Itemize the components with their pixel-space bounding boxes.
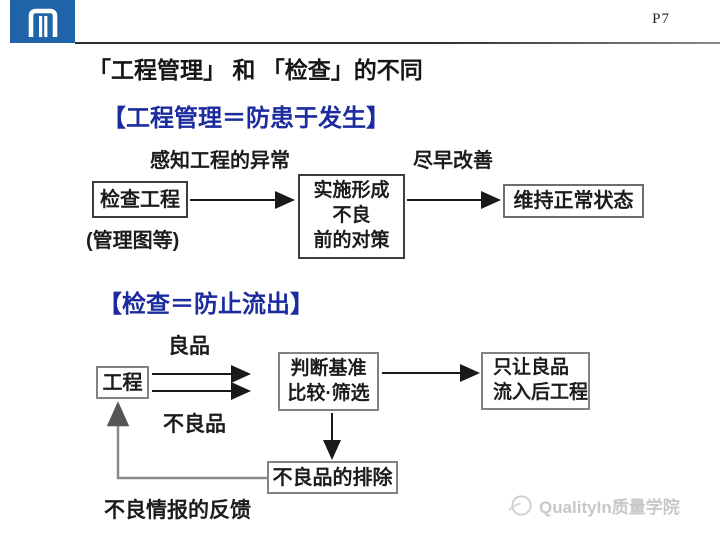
page-number: P7 bbox=[652, 11, 670, 27]
box-process: 工程 bbox=[96, 366, 149, 399]
box-judgement-criteria: 判断基准 比较·筛选 bbox=[278, 352, 379, 411]
watermark-text: QualityIn质量学院 bbox=[539, 498, 680, 517]
slide-title: 「工程管理」 和 「检查」的不同 bbox=[88, 57, 423, 83]
header-divider bbox=[75, 42, 720, 44]
section-heading-process-management: 【工程管理＝防患于发生】 bbox=[102, 105, 390, 132]
box-countermeasure-line1: 实施形成 bbox=[313, 180, 390, 202]
label-defective-product: 不良品 bbox=[163, 413, 226, 436]
label-improve-early: 尽早改善 bbox=[413, 150, 493, 172]
box-inspect-process: 检查工程 bbox=[92, 181, 188, 218]
watermark: QualityIn质量学院 bbox=[507, 492, 680, 519]
section-heading-inspection: 【检查＝防止流出】 bbox=[98, 291, 314, 318]
label-sense-abnormality: 感知工程的异常 bbox=[150, 150, 290, 172]
box-maintain-normal: 维持正常状态 bbox=[503, 184, 644, 218]
box-judgement-line2: 比较·筛选 bbox=[287, 382, 370, 404]
watermark-logo-icon bbox=[508, 495, 532, 516]
box-judgement-line1: 判断基准 bbox=[290, 357, 367, 379]
box-countermeasure: 实施形成 不良 前的对策 bbox=[298, 174, 405, 259]
box-countermeasure-line3: 前的对策 bbox=[313, 229, 390, 251]
box-only-good-line1: 只让良品 bbox=[493, 357, 570, 379]
label-good-product: 良品 bbox=[168, 335, 210, 358]
caption-control-chart: (管理图等) bbox=[86, 230, 180, 252]
label-defect-feedback: 不良情报的反馈 bbox=[104, 499, 251, 522]
box-only-good-line2: 流入后工程 bbox=[493, 382, 589, 403]
box-defect-removal: 不良品的排除 bbox=[267, 461, 398, 494]
gate-logo-icon bbox=[28, 8, 57, 37]
company-logo bbox=[10, 0, 75, 43]
box-only-good-flows: 只让良品 流入后工程 bbox=[481, 352, 590, 410]
box-countermeasure-line2: 不良 bbox=[332, 205, 371, 227]
